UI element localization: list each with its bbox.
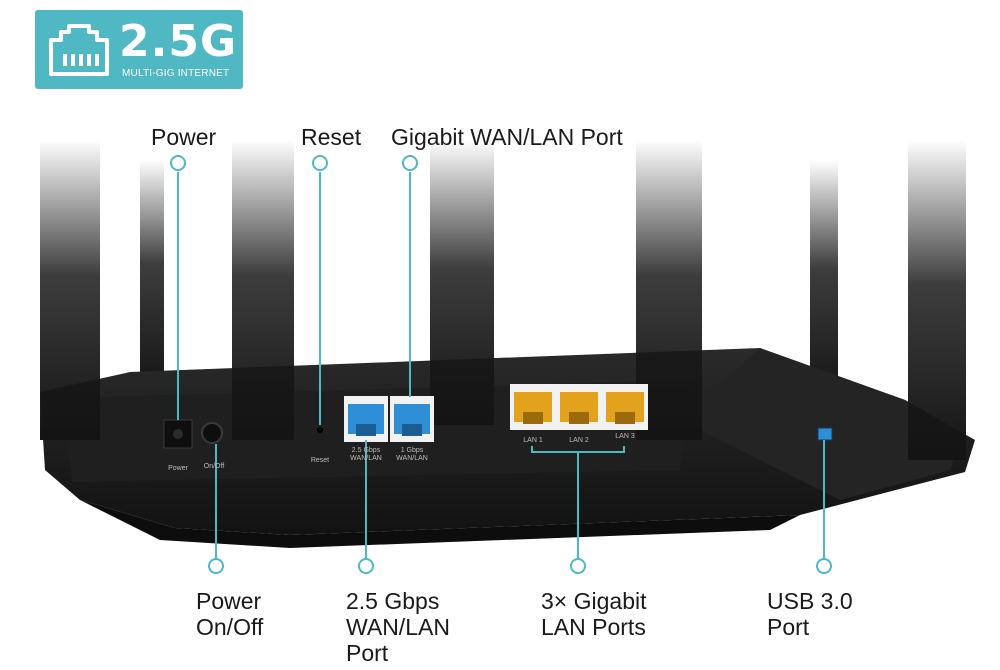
multigig-badge: 2.5G MULTI-GIG INTERNET [35, 10, 243, 89]
router-bottom [80, 500, 800, 548]
router-side [680, 348, 960, 500]
callout-dot [358, 558, 374, 574]
usb-port [817, 427, 833, 441]
callout-lan: 3× Gigabit LAN Ports [541, 588, 647, 640]
callout-dot [312, 155, 328, 171]
port-label-wan25-line1: 2.5 Gbps [351, 447, 381, 454]
callout-usb-line2: Port [767, 614, 810, 640]
callout-dot [402, 155, 418, 171]
port-label-onoff: On/Off [203, 463, 225, 470]
callout-usb-line1: USB 3.0 [767, 588, 853, 614]
port-label-lan2: LAN 2 [569, 437, 589, 444]
port-label-lan1: LAN 1 [523, 437, 543, 444]
callout-power-onoff: Power On/Off [196, 588, 263, 640]
callout-gigabit-wan-lan: Gigabit WAN/LAN Port [391, 124, 623, 150]
antenna [908, 140, 966, 460]
port-label-wan25-line2: WAN/LAN [350, 455, 382, 462]
antenna [140, 160, 164, 390]
antenna [232, 140, 294, 440]
callout-lan-line2: LAN Ports [541, 614, 646, 640]
port-label-power: Power [168, 465, 188, 472]
callout-wan25: 2.5 Gbps WAN/LAN Port [346, 588, 450, 666]
port-label-wan1-line1: 1 Gbps [400, 447, 424, 454]
antenna [40, 140, 100, 440]
ethernet-port-icon [49, 24, 109, 76]
callout-power-onoff-line1: Power [196, 588, 262, 614]
badge-caption: MULTI-GIG INTERNET [122, 68, 230, 79]
callout-power: Power [151, 124, 217, 150]
callout-lan-line1: 3× Gigabit [541, 588, 647, 614]
port-label-lan3: LAN 3 [615, 433, 635, 440]
callout-wan25-line1: 2.5 Gbps [346, 588, 440, 614]
callout-power-onoff-line2: On/Off [196, 614, 264, 640]
callout-dot [170, 155, 186, 171]
callout-usb: USB 3.0 Port [767, 588, 853, 640]
port-label-wan1: 1 Gbps WAN/LAN [386, 447, 438, 463]
port-label-wan1-line2: WAN/LAN [396, 455, 428, 462]
callout-dot [570, 558, 586, 574]
antenna [810, 160, 838, 400]
antenna [430, 140, 494, 425]
badge-speed: 2.5G [119, 16, 238, 67]
port-label-reset: Reset [310, 457, 330, 464]
port-label-wan25: 2.5 Gbps WAN/LAN [340, 447, 392, 463]
callout-dot [208, 558, 224, 574]
reset-hole [317, 427, 323, 433]
onoff-button [201, 422, 223, 444]
callout-wan25-line2: WAN/LAN [346, 614, 450, 640]
callout-wan25-line3: Port [346, 640, 389, 666]
callout-reset: Reset [301, 124, 362, 150]
callout-dot [816, 558, 832, 574]
